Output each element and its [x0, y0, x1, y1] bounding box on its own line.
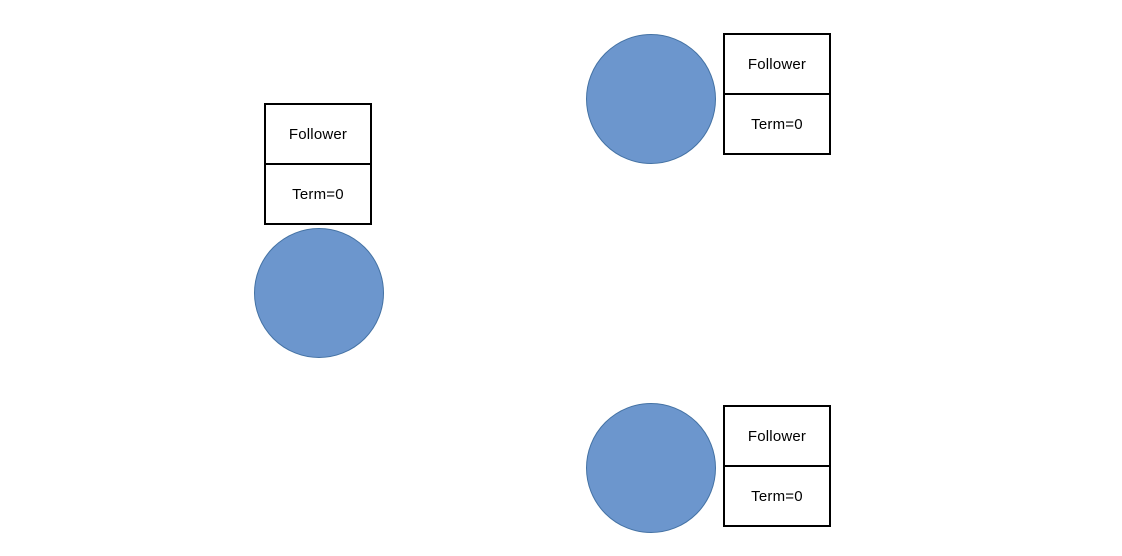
node-state-table: Follower Term=0: [723, 33, 831, 155]
node-state-table: Follower Term=0: [723, 405, 831, 527]
server-node-circle: [586, 403, 716, 533]
node-term-label: Term=0: [751, 115, 803, 133]
node-state-label: Follower: [266, 105, 370, 165]
server-node-circle: [254, 228, 384, 358]
server-node-circle: [586, 34, 716, 164]
node-term-label: Term=0: [292, 185, 344, 203]
node-state-label: Follower: [725, 407, 829, 467]
node-term-label: Term=0: [751, 487, 803, 505]
node-state-label: Follower: [725, 35, 829, 95]
node-state-table: Follower Term=0: [264, 103, 372, 225]
